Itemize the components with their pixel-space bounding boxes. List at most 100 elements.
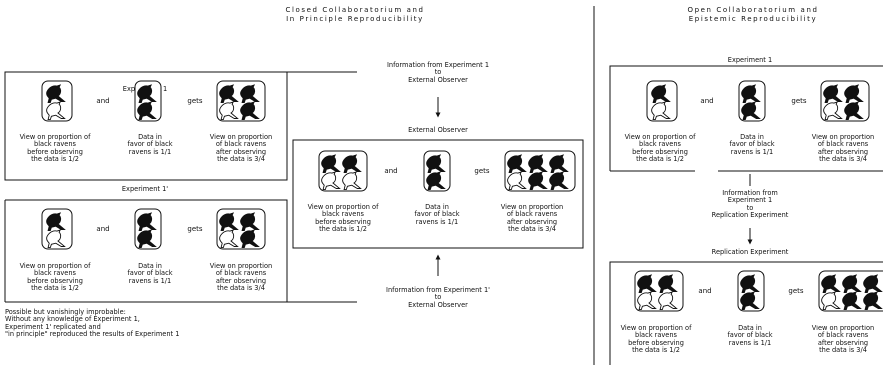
- black-raven-icon: [740, 291, 760, 311]
- black-raven-icon: [821, 274, 841, 294]
- white-raven-icon: [46, 101, 66, 121]
- external-prior-icon: [318, 150, 368, 196]
- r-replication-data-icon: [737, 270, 765, 316]
- r-replication-label: Replication Experiment: [711, 248, 789, 256]
- black-raven-icon: [842, 291, 862, 311]
- external-before-text: View on proportion of black ravens befor…: [307, 203, 379, 234]
- black-raven-icon: [844, 84, 864, 104]
- experiment1-data-text: Data in favor of black ravens is 1/1: [127, 133, 173, 156]
- external-data-text: Data in favor of black ravens is 1/1: [414, 203, 460, 226]
- external-observer-box: [292, 139, 584, 249]
- black-raven-icon: [844, 101, 864, 121]
- experiment1p-and: and: [96, 225, 110, 233]
- white-raven-icon: [507, 171, 527, 191]
- white-raven-icon: [342, 171, 362, 191]
- experiment1-posterior-icon: [216, 80, 266, 126]
- experiment1p-gets: gets: [187, 225, 203, 233]
- raven-frame-svg: [820, 80, 870, 122]
- black-raven-icon: [863, 291, 883, 311]
- black-raven-icon: [240, 101, 260, 121]
- external-posterior-icon: [504, 150, 576, 196]
- black-raven-icon: [46, 212, 66, 232]
- experiment1p-data-text: Data in favor of black ravens is 1/1: [127, 262, 173, 285]
- r-experiment1-posterior-icon: [820, 80, 870, 126]
- white-raven-icon: [46, 229, 66, 249]
- external-observer-label: External Observer: [408, 126, 468, 134]
- black-raven-icon: [137, 84, 157, 104]
- experiment1p-prior-icon: [41, 208, 73, 254]
- white-raven-icon: [658, 291, 678, 311]
- r-info-text: Information from Experiment 1 to Replica…: [711, 189, 789, 220]
- black-raven-icon: [507, 154, 527, 174]
- footnote: Possible but vanishingly improbable: Wit…: [5, 308, 180, 339]
- black-raven-icon: [342, 154, 362, 174]
- white-raven-icon: [651, 101, 671, 121]
- experiment1-and: and: [96, 97, 110, 105]
- r-experiment1-label: Experiment 1: [727, 56, 773, 64]
- r-replication-posterior-icon: [818, 270, 883, 312]
- black-raven-icon: [528, 154, 548, 174]
- experiment1p-data-icon: [134, 208, 162, 254]
- r-experiment1-data-icon: [738, 80, 766, 126]
- experiment1p-label: Experiment 1': [121, 185, 169, 193]
- experiment1p-before-text: View on proportion of black ravens befor…: [19, 262, 91, 293]
- black-raven-icon: [321, 154, 341, 174]
- raven-frame-svg: [423, 150, 451, 192]
- black-raven-icon: [426, 154, 446, 174]
- raven-frame-svg: [634, 270, 684, 312]
- raven-frame-svg: [41, 80, 73, 122]
- raven-frame-svg: [504, 150, 576, 192]
- r-replication-gets: gets: [788, 287, 804, 295]
- black-raven-icon: [740, 274, 760, 294]
- black-raven-icon: [823, 84, 843, 104]
- white-raven-icon: [823, 101, 843, 121]
- black-raven-icon: [426, 171, 446, 191]
- black-raven-icon: [219, 212, 239, 232]
- title-left: Closed Collaboratorium and In Principle …: [285, 6, 425, 23]
- r-replication-data-text: Data in favor of black ravens is 1/1: [727, 324, 773, 347]
- white-raven-icon: [821, 291, 841, 311]
- title-right: Open Collaboratorium and Epistemic Repro…: [687, 6, 819, 23]
- black-raven-icon: [240, 212, 260, 232]
- black-raven-icon: [842, 274, 862, 294]
- external-data-icon: [423, 150, 451, 196]
- r-replication-after-text: View on proportion of black ravens after…: [811, 325, 875, 355]
- black-raven-icon: [46, 84, 66, 104]
- r-experiment1-box: [609, 65, 883, 171]
- experiment1-after-text: View on proportion of black ravens after…: [209, 133, 273, 164]
- info-from-experiment1p: Information from Experiment 1' to Extern…: [386, 286, 490, 309]
- black-raven-icon: [637, 274, 657, 294]
- raven-frame-svg: [216, 208, 266, 250]
- black-raven-icon: [741, 84, 761, 104]
- r-experiment1-gets: gets: [791, 97, 807, 105]
- experiment1-data-icon: [134, 80, 162, 126]
- black-raven-icon: [741, 101, 761, 121]
- black-raven-icon: [137, 101, 157, 121]
- experiment1p-after-text: View on proportion of black ravens after…: [209, 262, 273, 293]
- external-and: and: [384, 167, 398, 175]
- black-raven-icon: [137, 229, 157, 249]
- raven-frame-svg: [318, 150, 368, 192]
- info-from-experiment1: Information from Experiment 1 to Externa…: [386, 61, 490, 84]
- r-experiment1-after-text: View on proportion of black ravens after…: [811, 134, 875, 164]
- experiment1-before-text: View on proportion of black ravens befor…: [19, 133, 91, 164]
- raven-frame-svg: [818, 270, 883, 312]
- black-raven-icon: [240, 229, 260, 249]
- raven-frame-svg: [134, 80, 162, 122]
- raven-frame-svg: [738, 80, 766, 122]
- black-raven-icon: [549, 171, 569, 191]
- experiment1p-posterior-icon: [216, 208, 266, 254]
- r-experiment1-and: and: [700, 97, 714, 105]
- white-raven-icon: [637, 291, 657, 311]
- raven-frame-svg: [737, 270, 765, 312]
- black-raven-icon: [219, 84, 239, 104]
- white-raven-icon: [321, 171, 341, 191]
- white-raven-icon: [219, 101, 239, 121]
- black-raven-icon: [240, 84, 260, 104]
- raven-frame-svg: [134, 208, 162, 250]
- experiment1p-box: [5, 199, 357, 303]
- raven-frame-svg: [41, 208, 73, 250]
- white-raven-icon: [219, 229, 239, 249]
- external-gets: gets: [474, 167, 490, 175]
- black-raven-icon: [658, 274, 678, 294]
